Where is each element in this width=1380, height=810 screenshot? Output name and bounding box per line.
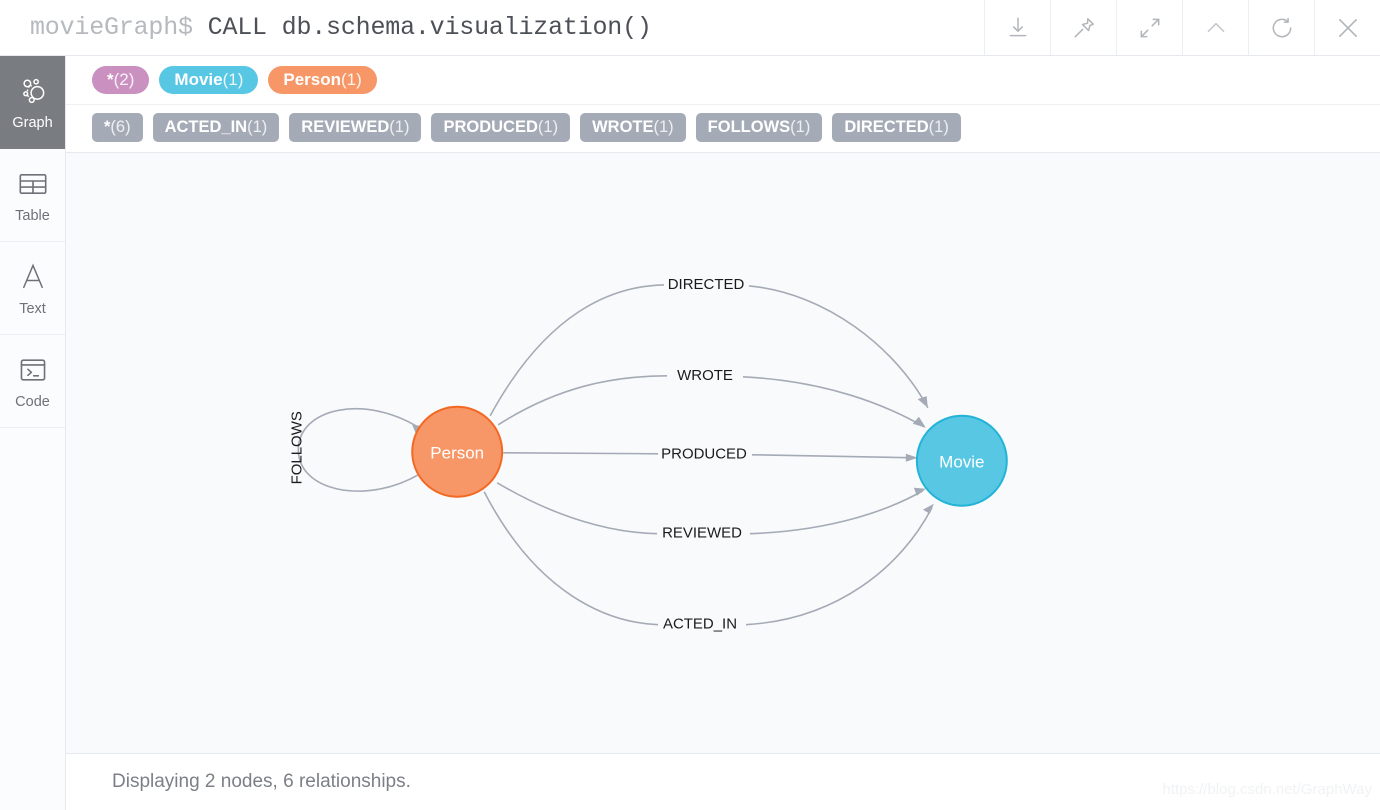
chip-label: WROTE [592,117,654,136]
edge-path [745,507,933,626]
chip-label: * [107,70,114,89]
edge-label: FOLLOWS [288,412,305,485]
edge-path [751,454,914,460]
relationship-legend: *(6) ACTED_IN(1) REVIEWED(1) PRODUCED(1)… [66,104,1380,154]
chip-count: (1) [222,70,244,89]
sidebar-item-graph[interactable]: Graph [0,56,65,149]
edge-label: WROTE [677,367,733,384]
chip-label: PRODUCED [443,117,538,136]
relationship-follows[interactable]: FOLLOWS [288,408,428,493]
node-label: Person [430,444,484,463]
code-icon [18,352,48,388]
sidebar-item-label: Code [15,394,50,411]
chip-count: (1) [537,117,559,136]
label-chip-person[interactable]: Person(1) [268,66,377,94]
chip-count: (2) [113,70,135,89]
rel-chip-wrote[interactable]: WROTE(1) [580,112,686,143]
node-person[interactable]: Person [411,406,504,499]
edge-path [749,490,924,535]
arrow-head [922,504,934,515]
chip-label: Person [283,70,342,89]
sidebar-item-text[interactable]: Text [0,242,65,335]
frame-body: Graph Table Text [0,56,1380,810]
label-chip-movie[interactable]: Movie(1) [159,66,259,94]
close-icon[interactable] [1314,0,1380,55]
frame-actions [984,0,1380,55]
graph-icon [18,73,48,109]
edge-label: ACTED_IN [663,616,737,633]
node-label-legend: *(2) Movie(1) Person(1) [66,56,1380,105]
chevron-up-icon[interactable] [1182,0,1248,55]
edge-path [742,376,925,428]
edge-path [497,375,668,426]
chip-count: (6) [110,117,131,136]
edge-path [483,491,659,626]
query-bar[interactable]: movieGraph$ CALL db.schema.visualization… [0,0,984,55]
edge-label: PRODUCED [661,446,747,463]
chip-label: * [104,117,111,136]
chip-count: (1) [247,117,268,136]
pin-icon[interactable] [1050,0,1116,55]
node-circle [915,415,1008,508]
sidebar-item-code[interactable]: Code [0,335,65,428]
chip-count: (1) [653,117,674,136]
graph-svg[interactable]: DIRECTED WROTE PRODUCED [66,153,1380,753]
db-prompt: movieGraph$ [30,13,193,42]
sidebar-item-table[interactable]: Table [0,149,65,242]
edge-path [503,452,659,456]
arrow-head [912,417,926,429]
node-movie[interactable]: Movie [915,415,1008,508]
graph-canvas[interactable]: DIRECTED WROTE PRODUCED [66,153,1380,755]
relationship-directed[interactable]: DIRECTED [489,276,930,417]
chip-count: (1) [389,117,410,136]
chip-label: DIRECTED [844,117,929,136]
refresh-icon[interactable] [1248,0,1314,55]
chip-count: (1) [341,70,362,89]
text-icon [18,259,48,295]
rel-chip-produced[interactable]: PRODUCED(1) [431,112,571,143]
result-main: *(2) Movie(1) Person(1) *(6) ACTED_IN(1) [66,56,1380,810]
edge-path [496,482,658,535]
sidebar-item-label: Table [15,208,50,225]
chip-count: (1) [790,117,811,136]
relationship-produced[interactable]: PRODUCED [503,446,918,463]
node-label: Movie [939,453,984,472]
arrow-head [917,396,928,409]
table-icon [18,166,48,202]
chip-label: FOLLOWS [707,117,791,136]
download-icon[interactable] [984,0,1050,55]
expand-icon[interactable] [1116,0,1182,55]
watermark: https://blog.csdn.net/GraphWay [1162,781,1372,799]
rel-chip-any[interactable]: *(6) [92,112,143,143]
edge-path [297,408,423,493]
relationship-wrote[interactable]: WROTE [497,367,926,429]
chip-label: REVIEWED [301,117,390,136]
frame-header: movieGraph$ CALL db.schema.visualization… [0,0,1380,56]
relationship-reviewed[interactable]: REVIEWED [496,482,926,542]
edge-path [748,285,929,409]
edge-label: REVIEWED [662,525,742,542]
rel-chip-reviewed[interactable]: REVIEWED(1) [289,112,422,143]
label-chip-any[interactable]: *(2) [92,66,150,94]
edge-label: DIRECTED [668,276,745,293]
relationship-acted-in[interactable]: ACTED_IN [483,491,934,633]
sidebar-item-label: Text [19,301,46,318]
chip-label: ACTED_IN [164,117,248,136]
rel-chip-acted-in[interactable]: ACTED_IN(1) [152,112,280,143]
query-text: CALL db.schema.visualization() [207,13,652,42]
chip-label: Movie [174,70,223,89]
view-sidebar: Graph Table Text [0,56,66,810]
chip-count: (1) [928,117,949,136]
sidebar-item-label: Graph [12,115,53,132]
status-bar: Displaying 2 nodes, 6 relationships. htt… [66,754,1380,810]
node-circle [411,406,504,499]
edge-path [489,284,665,417]
rel-chip-follows[interactable]: FOLLOWS(1) [695,112,823,143]
status-text: Displaying 2 nodes, 6 relationships. [112,771,411,793]
arrow-head [905,454,918,463]
rel-chip-directed[interactable]: DIRECTED(1) [832,112,961,143]
arrow-head [913,488,926,497]
